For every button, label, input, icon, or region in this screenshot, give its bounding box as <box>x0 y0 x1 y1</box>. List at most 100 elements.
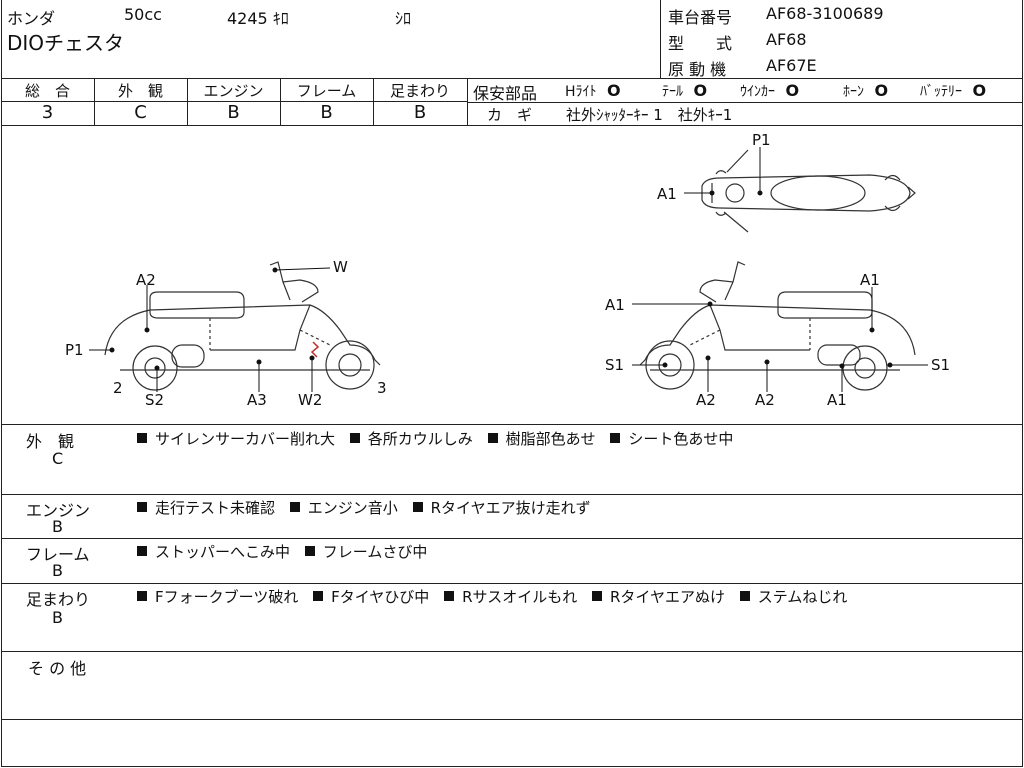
grade-value-exterior: C <box>134 102 147 123</box>
divider <box>187 78 188 125</box>
keys-value: 社外ｼｬｯﾀｰｷｰ 1 社外ｷｰ1 <box>566 106 733 124</box>
safety-item-label: ｳｲﾝｶｰ <box>740 84 775 100</box>
divider <box>1 719 1022 720</box>
grade-label-overall: 総 合 <box>24 82 70 100</box>
remark-items-suspension: Fフォークブーツ破れ Fタイヤひび中 Rサスオイルもれ Rタイヤエアぬけ ステム… <box>137 586 857 607</box>
label-right-s1-rear: S1 <box>931 356 951 374</box>
remark-item: Rタイヤエアぬけ <box>610 588 725 606</box>
divider <box>467 102 1022 103</box>
safety-item-winker: ｳｲﾝｶｰ O <box>740 81 799 101</box>
bullet-icon <box>592 591 602 601</box>
bullet-icon <box>137 433 147 443</box>
scooter-top-view <box>701 149 916 233</box>
damage-mark <box>310 341 320 358</box>
safety-item-horn: ﾎｰﾝ O <box>843 81 888 101</box>
grade-label-engine: エンジン <box>203 82 264 100</box>
check-mark: O <box>785 81 800 100</box>
bullet-icon <box>610 433 621 443</box>
divider <box>280 78 281 125</box>
safety-item-tail: ﾃｰﾙ O <box>662 81 707 101</box>
label-left-2: 2 <box>113 379 123 397</box>
displacement: 50cc <box>124 5 162 24</box>
model-name: DIOチェスタ <box>7 31 125 55</box>
remark-item: Fタイヤひび中 <box>331 588 430 606</box>
safety-item-battery: ﾊﾞｯﾃﾘｰ O <box>920 81 986 101</box>
remark-item: Rサスオイルもれ <box>462 588 578 606</box>
remark-item: Rタイヤエア抜け走れず <box>430 499 591 517</box>
label-left-a3: A3 <box>247 391 267 409</box>
divider <box>94 78 95 125</box>
remark-title-suspension: 足まわり <box>26 590 91 609</box>
frame-number: AF68-3100689 <box>766 4 884 23</box>
label-left-w2: W2 <box>298 391 323 409</box>
grade-value-frame: B <box>320 102 333 123</box>
remark-grade-engine: B <box>52 517 63 536</box>
label-right-s1-front: S1 <box>605 356 625 374</box>
label-left-a2: A2 <box>136 271 156 289</box>
remark-item: 樹脂部色あせ <box>505 430 596 448</box>
scooter-left-view <box>104 261 381 391</box>
divider <box>660 0 661 78</box>
grade-label-suspension: 足まわり <box>389 82 450 100</box>
label-right-a1-rear: A1 <box>827 391 847 409</box>
maker: ホンダ <box>7 9 56 28</box>
divider <box>1 538 1022 539</box>
check-mark: O <box>606 81 621 100</box>
remark-title-frame: フレーム <box>26 545 90 564</box>
grade-label-exterior: 外 観 <box>117 82 163 100</box>
remark-item: エンジン音小 <box>307 499 398 517</box>
divider <box>1 424 1022 425</box>
remark-items-engine: 走行テスト未確認 エンジン音小 Rタイヤエア抜け走れず <box>137 497 601 518</box>
remark-title-engine: エンジン <box>26 501 91 520</box>
grade-value-overall: 3 <box>41 102 54 123</box>
label-left-p1: P1 <box>65 341 84 359</box>
model-type: AF68 <box>766 30 807 49</box>
label-right-a1-front: A1 <box>605 296 625 314</box>
remark-item: ストッパーへこみ中 <box>155 543 291 561</box>
remark-item: 各所カウルしみ <box>367 430 473 448</box>
safety-item-label: Hﾗｲﾄ <box>565 84 597 100</box>
safety-item-label: ﾎｰﾝ <box>843 84 864 100</box>
label-left-3: 3 <box>377 379 387 397</box>
remark-item: Fフォークブーツ破れ <box>155 588 299 606</box>
bullet-icon <box>313 591 324 601</box>
divider <box>1 494 1022 495</box>
bullet-icon <box>412 502 423 512</box>
engine-model: AF67E <box>766 56 817 75</box>
divider <box>1 101 467 102</box>
check-mark: O <box>874 81 889 100</box>
divider <box>1 651 1022 652</box>
bullet-icon <box>444 591 455 601</box>
safety-parts-label: 保安部品 <box>473 84 538 103</box>
divider <box>467 78 468 125</box>
label-left-w: W <box>333 258 348 276</box>
remark-item: 走行テスト未確認 <box>155 499 276 517</box>
bullet-icon <box>487 433 498 443</box>
divider <box>1 583 1022 584</box>
remark-title-other: そ の 他 <box>28 659 87 678</box>
mileage: 4245 ｷﾛ <box>227 9 289 28</box>
label-left-s2: S2 <box>145 391 165 409</box>
safety-item-label: ﾊﾞｯﾃﾘｰ <box>920 84 962 100</box>
label-right-a1-seat: A1 <box>860 271 880 289</box>
safety-item-headlight: Hﾗｲﾄ O <box>565 81 621 101</box>
divider <box>1 78 1022 79</box>
bullet-icon <box>137 546 147 556</box>
label-right-a2-floor: A2 <box>755 391 775 409</box>
damage-diagram <box>89 147 928 392</box>
model-type-label: 型 式 <box>668 34 733 53</box>
bullet-icon <box>137 502 147 512</box>
grade-value-engine: B <box>227 102 240 123</box>
remark-item: サイレンサーカバー削れ大 <box>155 430 336 448</box>
check-mark: O <box>693 81 708 100</box>
divider <box>373 78 374 125</box>
remark-item: シート色あせ中 <box>628 430 734 448</box>
engine-model-label: 原 動 機 <box>668 60 727 79</box>
remark-items-frame: ストッパーへこみ中 フレームさび中 <box>137 541 437 562</box>
remark-title-exterior: 外 観 <box>26 432 75 451</box>
bullet-icon <box>289 502 300 512</box>
check-mark: O <box>972 81 987 100</box>
safety-item-label: ﾃｰﾙ <box>662 84 683 100</box>
bullet-icon <box>739 591 750 601</box>
